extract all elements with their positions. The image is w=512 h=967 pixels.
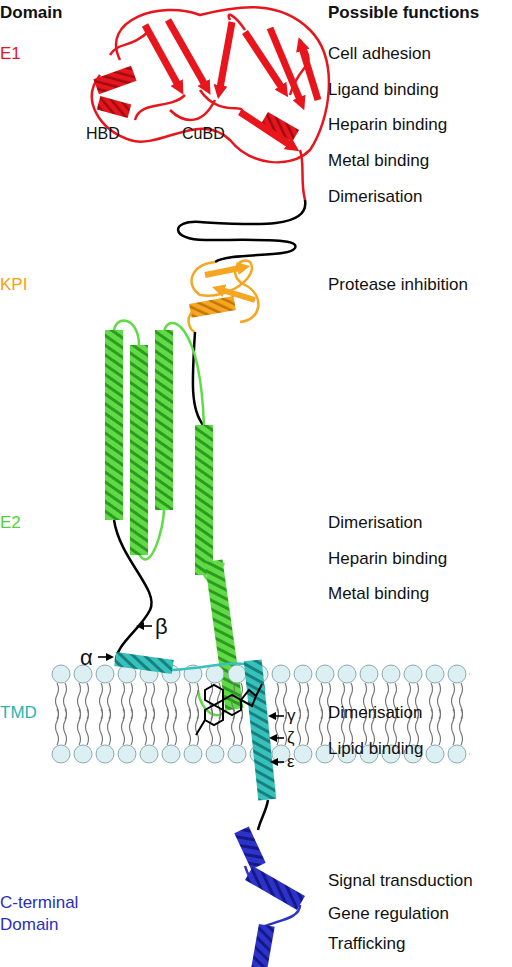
c-terminal-domain: [234, 826, 305, 967]
function-label: Dimerisation: [328, 186, 422, 208]
domain-name: E2: [0, 512, 21, 534]
function-label: Trafficking: [328, 933, 405, 955]
cleavage-site: β: [155, 614, 168, 640]
function-label: Ligand binding: [328, 79, 439, 101]
subdomain-label: HBD: [86, 123, 120, 145]
function-label: Dimerisation: [328, 702, 422, 724]
function-label: Lipid binding: [328, 738, 423, 760]
domain-name: TMD: [0, 702, 37, 724]
function-label: Protease inhibition: [328, 274, 468, 296]
function-label: Metal binding: [328, 583, 429, 605]
column-header: Possible functions: [328, 2, 479, 24]
tmd-domain: [114, 652, 276, 801]
function-label: Metal binding: [328, 150, 429, 172]
domain-name: E1: [0, 43, 21, 65]
function-label: Heparin binding: [328, 114, 447, 136]
alpha-site-arrow: [98, 656, 110, 658]
function-label: Heparin binding: [328, 548, 447, 570]
cleavage-site: α: [80, 645, 93, 671]
gamma-site-arrow: [272, 715, 284, 717]
cytosolic-linker: [258, 800, 268, 830]
cleavage-site: γ: [287, 705, 296, 727]
kpi-domain: [189, 261, 259, 332]
e1-domain: [92, 7, 329, 200]
function-label: Signal transduction: [328, 870, 473, 892]
linker-loop: [178, 200, 305, 262]
cleavage-site: ε: [287, 751, 295, 773]
cleavage-site: ζ: [287, 727, 295, 749]
subdomain-label: CuBD: [182, 123, 225, 145]
function-label: Cell adhesion: [328, 43, 431, 65]
beta-site-arrow: [140, 625, 152, 627]
juxtamembrane-line: [114, 520, 152, 662]
function-label: Gene regulation: [328, 903, 449, 925]
domain-name: KPI: [0, 274, 27, 296]
zeta-site-arrow: [273, 737, 284, 739]
epsilon-site-arrow: [274, 761, 284, 763]
cholesterol: [196, 684, 262, 735]
domain-name: C-terminal Domain: [0, 892, 92, 936]
column-header: Domain: [0, 2, 62, 24]
e2-domain: [105, 321, 243, 716]
function-label: Dimerisation: [328, 512, 422, 534]
